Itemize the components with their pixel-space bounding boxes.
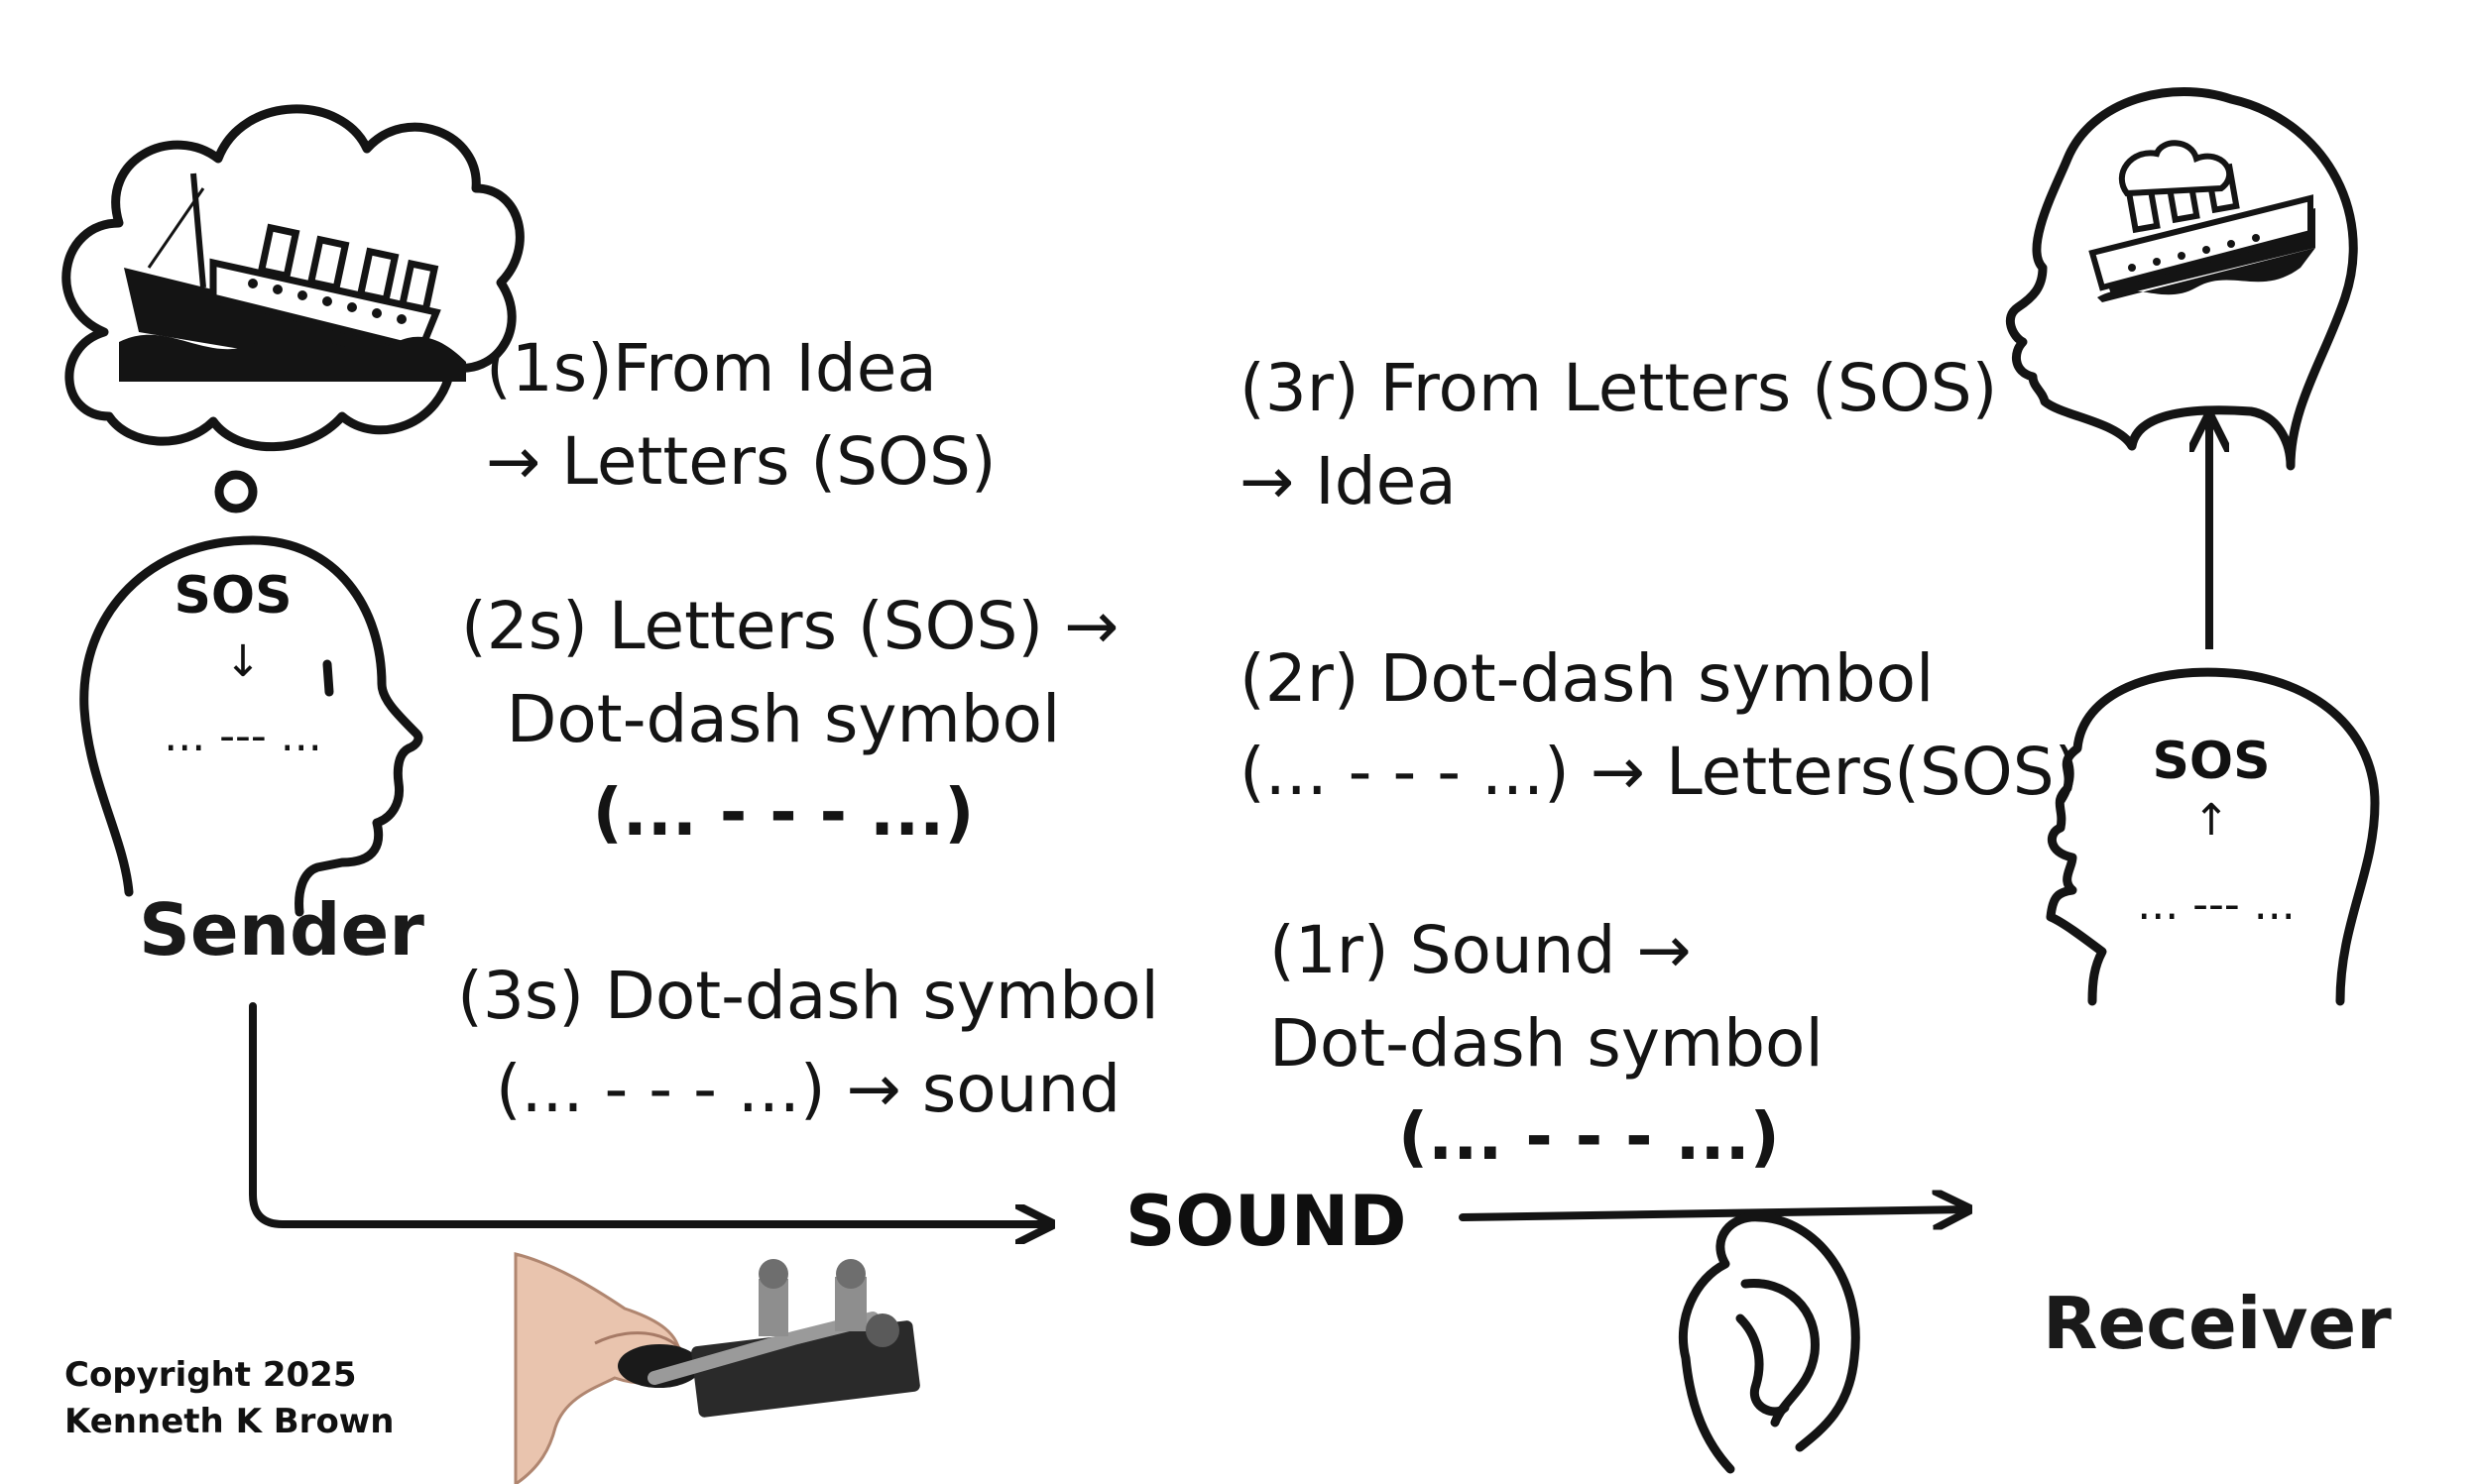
receiver-label: Receiver (2043, 1282, 2392, 1365)
receiver-head-icon (2046, 667, 2380, 1006)
step-2r: (2r) Dot-dash symbol (... - - - ...) → L… (1240, 632, 2079, 819)
step-3r-line2: → Idea (1240, 443, 1457, 519)
sound-to-receiver-arrow-icon (1459, 1209, 1968, 1217)
receiver-head-sos: SOS (2152, 732, 2271, 791)
step-1r-line3: (... - - - ...) (1398, 1098, 1780, 1175)
ship-icon (119, 172, 466, 382)
step-2r-line2: (... - - - ...) → Letters(SOS) (1240, 734, 2080, 810)
sender-head-morse: ... --- ... (164, 711, 322, 761)
receiver-head-morse: ... --- ... (2137, 879, 2296, 930)
sender-head-sos: SOS (174, 566, 293, 626)
step-1r-line2: Dot-dash symbol (1269, 1005, 1824, 1082)
step-2s-line2: Dot-dash symbol (506, 681, 1061, 757)
step-3s-line2: (... - - - ...) → sound (495, 1051, 1121, 1127)
step-2s: (2s) Letters (SOS) → Dot-dash symbol (..… (461, 580, 1120, 859)
receiver-head-arrow: ↑ (2192, 795, 2230, 846)
telegraph-key-icon (514, 1252, 920, 1484)
step-3r-line1: (3r) From Letters (SOS) (1240, 350, 1998, 426)
sender-label: Sender (139, 888, 424, 971)
step-1r: (1r) Sound → Dot-dash symbol (... - - - … (1269, 904, 1824, 1184)
step-2r-line1: (2r) Dot-dash symbol (1240, 640, 1935, 717)
step-1s: (1s)From Idea → Letters (SOS) (486, 322, 997, 509)
step-2s-line1: (2s) Letters (SOS) → (461, 588, 1120, 664)
sender-to-sound-arrow-icon (249, 1002, 1055, 1224)
step-1r-line1: (1r) Sound → (1269, 912, 1692, 988)
step-3r: (3r) From Letters (SOS) → Idea (1240, 342, 1997, 528)
copyright-line2: Kenneth K Brown (64, 1402, 395, 1441)
thought-cloud-icon (61, 104, 525, 514)
step-1s-line2: → Letters (SOS) (486, 423, 997, 500)
step-2s-line3: (... - - - ...) (592, 774, 975, 851)
ear-icon (1678, 1212, 1860, 1474)
sound-label: SOUND (1125, 1181, 1407, 1262)
receiver-thought-head-icon (2005, 87, 2358, 471)
step-3s: (3s) Dot-dash symbol (... - - - ...) → s… (451, 950, 1165, 1136)
step-3s-line1: (3s) Dot-dash symbol (457, 958, 1159, 1034)
step-1s-line1: (1s)From Idea (486, 330, 937, 406)
sender-head-icon (79, 535, 423, 917)
copyright-line1: Copyright 2025 (64, 1355, 357, 1395)
sender-head-arrow: ↓ (224, 636, 262, 687)
